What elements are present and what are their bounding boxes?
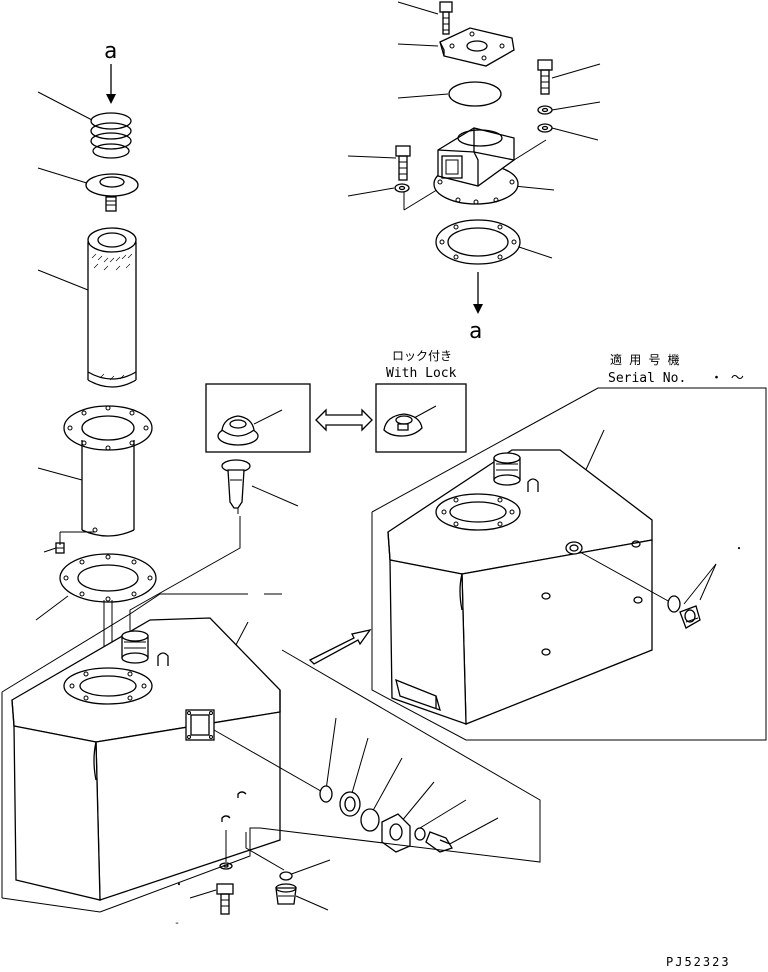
view-letter-top: a [104, 39, 117, 64]
bolt-top [397, 1, 453, 35]
breather-body [403, 127, 555, 211]
side-mark-3: ‐ [174, 918, 180, 929]
double-arrow [315, 408, 373, 432]
washer-right-1 [537, 101, 601, 115]
filter-case [37, 405, 153, 537]
washer-right-2 [537, 123, 599, 141]
hydraulic-tank-variant [387, 429, 717, 725]
view-letter-bottom: a [469, 319, 482, 344]
sight-gauge-parts [213, 717, 499, 853]
gasket-top [435, 219, 553, 265]
view-a-arrow-top: a [104, 39, 117, 104]
lock-label: ロック付き With Lock [386, 349, 457, 381]
hydraulic-tank-main [11, 617, 281, 901]
washer-left [347, 183, 410, 197]
o-ring-top [397, 81, 502, 107]
cover-plate [397, 27, 515, 67]
side-mark-1: ・ [734, 544, 744, 555]
cap-box-lock [375, 383, 467, 453]
filter-element [37, 227, 137, 388]
tank-arrow [308, 628, 372, 665]
side-mark-2: ・ [174, 880, 184, 891]
drain-plug-small [43, 531, 95, 554]
serial-value: ・ ～ [710, 371, 744, 386]
gasket-left [35, 553, 157, 621]
strainer [129, 459, 299, 636]
drawing-code: PJ52323 [666, 955, 731, 969]
cap-box-standard [205, 383, 311, 453]
valve-seat [37, 167, 139, 212]
side-marks: ・ ・ ‐ ・ [174, 544, 744, 929]
main-tank-frame [1, 593, 541, 913]
lock-label-jp: ロック付き [392, 349, 452, 363]
bolt-left [347, 145, 411, 181]
serial-label: 適 用 号 機 Serial No. ・ ～ [608, 352, 744, 386]
serial-variant-frame [371, 387, 767, 741]
view-a-arrow-bottom: a [469, 272, 483, 344]
bolt-right [537, 59, 601, 95]
side-mark-4: ・ [224, 813, 233, 823]
lock-label-en: With Lock [386, 366, 457, 381]
serial-label-en: Serial No. [608, 371, 686, 386]
spring [37, 91, 132, 159]
serial-label-jp: 適 用 号 機 [610, 352, 680, 367]
tank-bottom-parts [189, 830, 331, 915]
